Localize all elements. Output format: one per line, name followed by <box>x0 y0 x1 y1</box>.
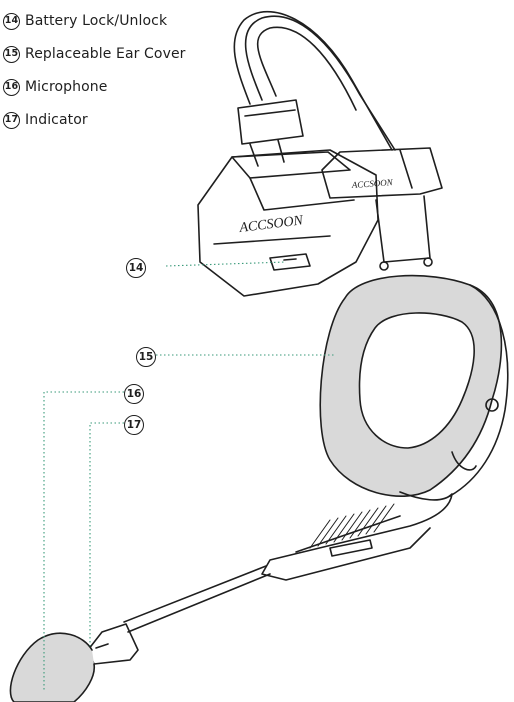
leader-17 <box>89 422 124 646</box>
leader-14 <box>165 261 287 267</box>
battery-lock-button <box>269 253 311 271</box>
callout-17: 17 <box>124 413 144 436</box>
mic-tip <box>9 623 139 702</box>
callout-number-badge: 16 <box>124 384 144 405</box>
legend-label: Battery Lock/Unlock <box>25 13 168 29</box>
legend-label: Replaceable Ear Cover <box>25 46 186 62</box>
indicator-light <box>95 643 109 649</box>
legend-number-badge: 15 <box>3 45 20 63</box>
headband <box>233 10 396 151</box>
feature-legend: 14 Battery Lock/Unlock 15 Replaceable Ea… <box>3 10 186 142</box>
legend-number-badge: 16 <box>3 78 20 96</box>
legend-item-14: 14 Battery Lock/Unlock <box>3 10 186 32</box>
callout-number-badge: 15 <box>136 347 156 368</box>
legend-item-16: 16 Microphone <box>3 76 186 98</box>
mic-boom-rod <box>123 565 271 633</box>
brand-logo-large: ACCSOON <box>238 213 305 236</box>
legend-number-badge: 14 <box>3 12 20 30</box>
rear-clip <box>321 147 443 199</box>
brand-logo-small: ACCSOON <box>350 177 394 190</box>
callout-number-badge: 14 <box>126 258 146 279</box>
callout-15: 15 <box>136 345 156 368</box>
legend-label: Indicator <box>25 112 88 128</box>
ear-arm <box>375 195 433 271</box>
leader-lines <box>43 261 336 690</box>
legend-label: Microphone <box>25 79 108 95</box>
callout-14: 14 <box>126 256 146 279</box>
battery-block <box>197 149 379 297</box>
legend-item-17: 17 Indicator <box>3 109 186 131</box>
callout-16: 16 <box>124 382 144 405</box>
callout-number-badge: 17 <box>124 415 144 436</box>
legend-item-15: 15 Replaceable Ear Cover <box>3 43 186 65</box>
leader-16 <box>43 391 124 690</box>
legend-number-badge: 17 <box>3 111 20 129</box>
mic-boom-body <box>261 491 453 581</box>
ear-cup <box>319 274 509 497</box>
